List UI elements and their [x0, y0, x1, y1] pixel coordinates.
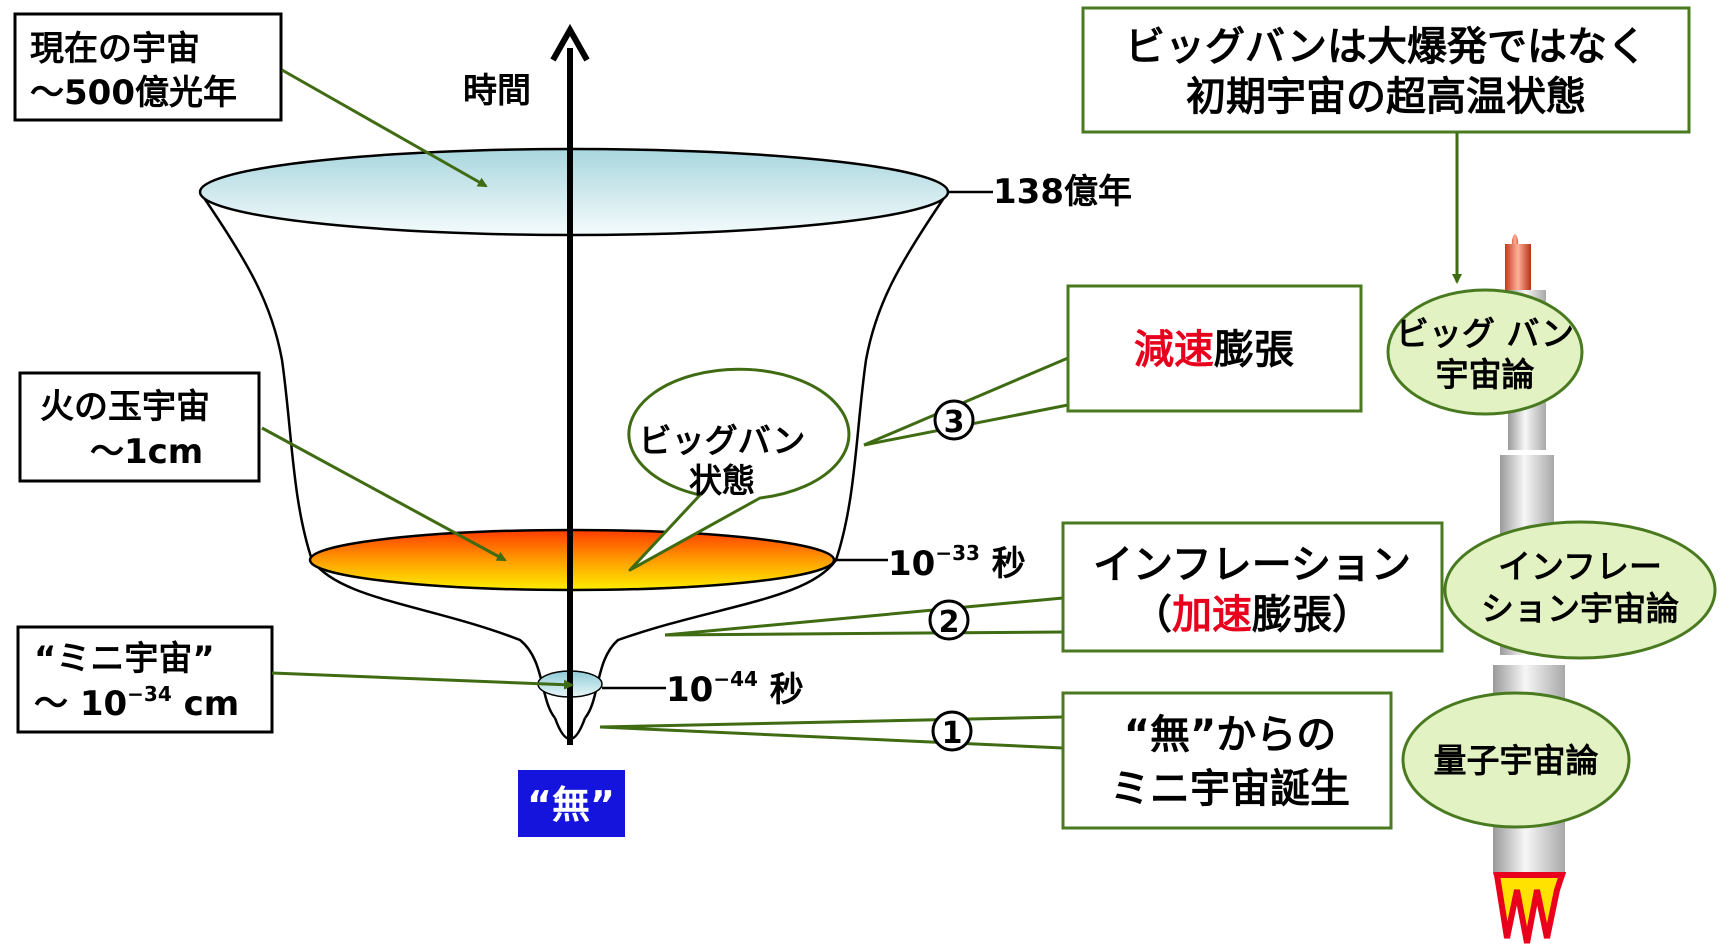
time-10-44-base: 10 — [666, 670, 713, 710]
stage3-number-circle — [933, 399, 975, 441]
mini-universe-size-exponent: −34 — [127, 682, 172, 706]
stage1-connector-b — [599, 725, 1064, 750]
stage3-number: 3 — [944, 405, 965, 440]
time-axis-arrowhead — [550, 23, 590, 62]
arrow-current-universe — [281, 68, 488, 188]
time-10-44-exp: −44 — [713, 667, 758, 691]
nothing-box-bg — [518, 770, 625, 837]
stage2-open: （ — [1132, 592, 1172, 638]
mini-universe-size: ～ 10−34 cm — [34, 682, 239, 724]
stage3-connector-a — [863, 356, 1069, 447]
arrow-fireball-universe — [261, 426, 507, 562]
theory-bigbang-line1: ビッグ バン — [1396, 314, 1574, 353]
stage1-box: “無”からの ミニ宇宙誕生 — [1061, 691, 1393, 830]
mini-universe-title: “ミニ宇宙” — [34, 639, 215, 679]
current-universe-title: 現在の宇宙 — [30, 29, 200, 69]
theory-quantum: 量子宇宙論 — [1401, 691, 1631, 829]
theory-inflation-ellipse — [1443, 520, 1717, 660]
arrow-mini-universe — [271, 671, 574, 690]
bigbang-state-bubble: ビッグバン 状態 — [627, 367, 851, 572]
bubble-line-2: 状態 — [689, 461, 755, 500]
current-universe-box: 現在の宇宙 ～500億光年 — [13, 12, 283, 122]
stage2-number: 2 — [939, 605, 960, 640]
stage2-line2: （加速膨張） — [1132, 592, 1372, 638]
time-10-44-unit: 秒 — [758, 670, 804, 710]
bubble-shape — [627, 367, 851, 572]
theory-inflation: インフレー ション宇宙論 — [1443, 520, 1717, 660]
left-pointer-arrows — [261, 68, 574, 690]
stage2-connector-a — [664, 596, 1064, 637]
stage3-text: 減速膨張 — [1134, 327, 1294, 373]
fireball-universe-title: 火の玉宇宙 — [40, 387, 210, 427]
time-axis: 時間 — [463, 23, 590, 745]
mini-universe-box-frame — [16, 625, 274, 734]
stage2-rest: 膨張） — [1252, 592, 1372, 638]
stage1-number: 1 — [942, 716, 963, 751]
time-10-33-exp: −33 — [935, 541, 980, 565]
stage3-box: 減速膨張 — [1066, 284, 1363, 413]
rocket-flames — [1493, 872, 1567, 944]
theory-bigbang-ellipse — [1386, 288, 1584, 416]
fireball-universe-box: 火の玉宇宙 ～1cm — [18, 371, 261, 483]
stage3-rest: 膨張 — [1214, 327, 1294, 373]
top-note-line2: 初期宇宙の超高温状態 — [1186, 74, 1586, 120]
stage1-line2: ミニ宇宙誕生 — [1110, 766, 1350, 812]
stage3-box-frame — [1066, 284, 1363, 413]
time-10-33-base: 10 — [888, 544, 935, 584]
stage2-connector-b — [664, 630, 1064, 637]
time-10-33-label: 10−33 秒 — [888, 541, 1026, 584]
funnel-right-wall — [583, 191, 950, 719]
current-universe-disk — [198, 147, 950, 237]
fireball-universe-size: ～1cm — [90, 432, 203, 472]
bubble-line-1: ビッグバン — [639, 421, 806, 460]
top-note-line1: ビッグバンは大爆発ではなく — [1125, 24, 1647, 70]
fireball-universe-box-frame — [18, 371, 261, 483]
mini-universe-box: “ミニ宇宙” ～ 10−34 cm — [16, 625, 274, 734]
theory-quantum-line1: 量子宇宙論 — [1434, 741, 1599, 780]
stage1-box-frame — [1061, 691, 1393, 830]
theory-quantum-ellipse — [1401, 691, 1631, 829]
mini-universe-size-unit: cm — [172, 684, 239, 724]
nothing-label: “無” — [527, 783, 615, 827]
nothing-box: “無” — [518, 770, 625, 837]
stage1-line1: “無”からの — [1124, 712, 1337, 758]
theory-bigbang: ビッグ バン 宇宙論 — [1386, 288, 1584, 416]
current-universe-box-frame — [13, 12, 283, 122]
top-note-box: ビッグバンは大爆発ではなく 初期宇宙の超高温状態 — [1081, 6, 1691, 284]
current-universe-size: ～500億光年 — [30, 73, 237, 113]
theory-inflation-line2: ション宇宙論 — [1481, 589, 1679, 628]
stage1-number-circle — [931, 710, 973, 752]
theory-bigbang-line2: 宇宙論 — [1436, 355, 1535, 394]
stage2-line1: インフレーション — [1093, 542, 1411, 588]
stage2-box: インフレーション （加速膨張） — [1061, 521, 1444, 653]
stage3-red: 減速 — [1134, 327, 1214, 373]
top-note-frame — [1081, 6, 1691, 134]
rocket-nose-cone — [1505, 244, 1531, 292]
time-10-44-label: 10−44 秒 — [666, 667, 804, 710]
stage2-red: 加速 — [1172, 592, 1252, 638]
stage-numbers: 3 2 1 — [928, 399, 975, 752]
time-marks: 138億年 10−33 秒 10−44 秒 — [602, 172, 1132, 710]
time-axis-label: 時間 — [463, 71, 531, 111]
mini-universe-size-prefix: ～ 10 — [34, 684, 127, 724]
stage2-number-circle — [928, 599, 970, 641]
stage2-box-frame — [1061, 521, 1444, 653]
stage1-connector-a — [599, 715, 1064, 729]
funnel-left-wall — [198, 191, 557, 719]
universe-funnel — [198, 147, 950, 740]
theory-inflation-line1: インフレー — [1498, 547, 1662, 586]
time-10-33-unit: 秒 — [980, 544, 1026, 584]
time-138-label: 138億年 — [993, 172, 1132, 212]
